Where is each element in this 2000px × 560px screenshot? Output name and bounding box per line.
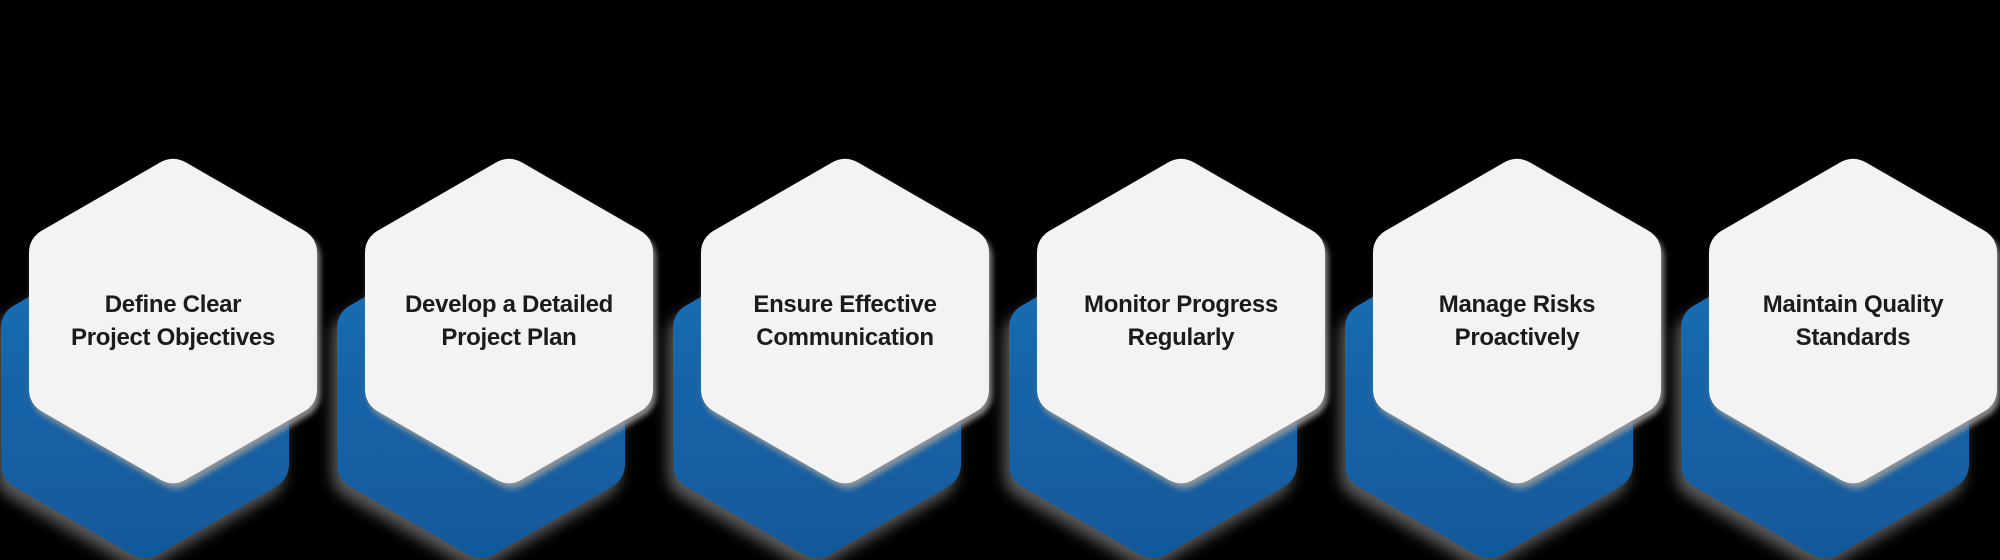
hexagon-graphic [1009,158,1325,559]
hexagon-card-shape [365,158,653,484]
hexagon-item-3: Ensure Effective Communication [673,155,989,559]
hexagon-card-shape [1373,158,1661,484]
hexagon-graphic [1681,158,1997,559]
hexagon-graphic [1,158,317,559]
hexagon-card-shape [1709,158,1997,484]
hexagon-graphic [673,158,989,559]
hexagon-graphic [337,158,653,559]
hexagon-item-1: Define Clear Project Objectives [1,155,317,559]
hexagon-item-5: Manage Risks Proactively [1345,155,1661,559]
hexagon-card-shape [1037,158,1325,484]
hexagon-row: Define Clear Project Objectives Develop … [1,155,1997,559]
hexagon-item-6: Maintain Quality Standards [1681,155,1997,559]
hexagon-card-shape [29,158,317,484]
hexagon-card-shape [701,158,989,484]
hexagon-item-2: Develop a Detailed Project Plan [337,155,653,559]
hexagon-item-4: Monitor Progress Regularly [1009,155,1325,559]
hexagon-graphic [1345,158,1661,559]
